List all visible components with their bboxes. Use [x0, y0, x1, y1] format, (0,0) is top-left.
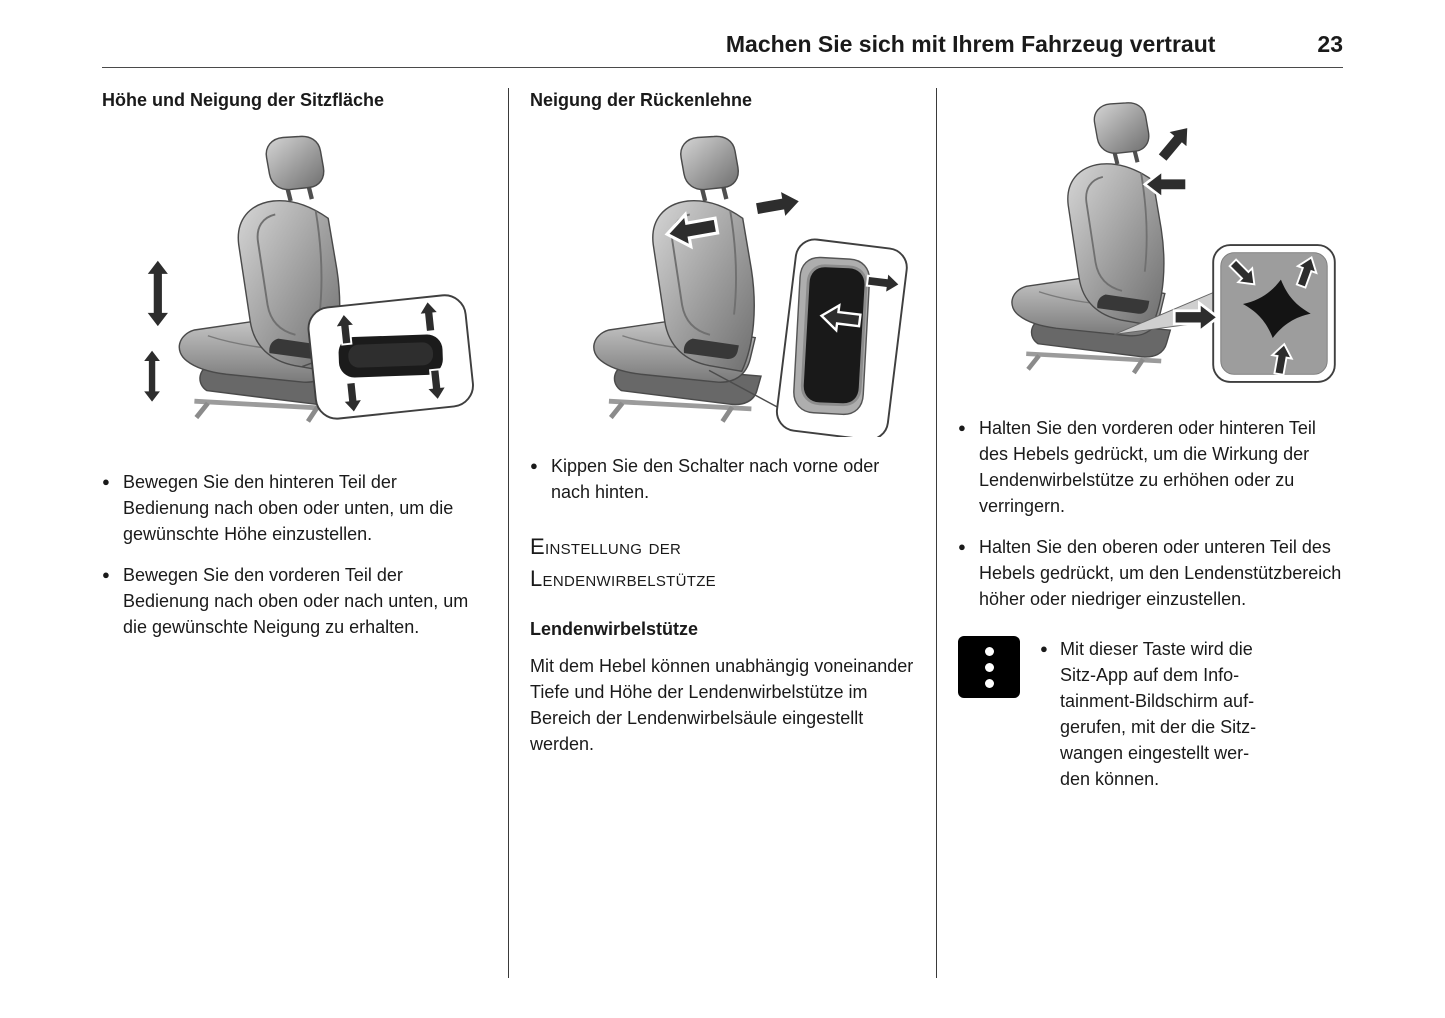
section-heading-lumbar: Einstellung der Lendenwirbelstütze: [530, 531, 915, 595]
column-seat-height-tilt: Höhe und Neigung der Sitzfläche: [102, 69, 487, 988]
instruction-list: ● Halten Sie den vorderen oder hinteren …: [958, 415, 1343, 612]
seat-app-row: ● Mit dieser Taste wird die Sitz-App auf…: [958, 636, 1343, 792]
instruction-text: Halten Sie den vorderen oder hinteren Te…: [979, 418, 1316, 516]
bullet-icon: ●: [102, 474, 110, 489]
seat-graphic: [594, 136, 761, 421]
dot: [984, 678, 994, 688]
instruction-text: Mit dieser Taste wird die Sitz-App auf d…: [1060, 639, 1257, 789]
instruction-text: Halten Sie den oberen oder unteren Teil …: [979, 537, 1342, 609]
up-right-arrow-icon: [1150, 116, 1201, 169]
list-item: ● Bewegen Sie den vorderen Teil der Bedi…: [102, 562, 487, 640]
instruction-text: Bewegen Sie den hinteren Teil der Bedien…: [123, 472, 454, 544]
page-title: Machen Sie sich mit Ihrem Fahrzeug vertr…: [725, 31, 1216, 57]
heading-backrest-tilt: Neigung der Rückenlehne: [530, 90, 753, 110]
bullet-icon: ●: [1040, 641, 1048, 656]
page-number: 23: [1317, 31, 1343, 57]
figure-backrest-tilt: [530, 119, 915, 437]
right-arrow-icon: [751, 184, 806, 226]
instruction-list: ● Bewegen Sie den hinteren Teil der Bedi…: [102, 469, 487, 640]
bullet-icon: ●: [958, 539, 966, 554]
instruction-list: ● Kippen Sie den Schalter nach vorne ode…: [530, 453, 915, 505]
subheading-lumbar: Lendenwirbelstütze: [530, 619, 699, 639]
seat-app-button-icon: [958, 636, 1020, 698]
seat-graphic: [1012, 103, 1170, 373]
control-callout: [307, 294, 474, 420]
figure-lumbar-support: [958, 95, 1343, 399]
instruction-text: Bewegen Sie den vorderen Teil der Bedien…: [123, 565, 469, 637]
instruction-text: Kippen Sie den Schalter nach vorne oder …: [551, 456, 880, 502]
bullet-icon: ●: [958, 420, 966, 435]
lumbar-control-callout: [1172, 244, 1336, 383]
content-columns: Höhe und Neigung der Sitzfläche: [102, 69, 1343, 988]
lumbar-pad-shape: [1242, 279, 1311, 338]
column-divider: [936, 88, 937, 978]
list-item: ● Halten Sie den oberen oder unteren Tei…: [958, 534, 1343, 612]
list-item: ● Bewegen Sie den hinteren Teil der Bedi…: [102, 469, 487, 547]
lumbar-paragraph: Mit dem Hebel können unabhängig voneinan…: [530, 656, 914, 754]
column-backrest-tilt: Neigung der Rückenlehne ●: [530, 69, 915, 988]
up-down-arrow-icon: [144, 257, 172, 330]
backrest-callout: [775, 238, 908, 437]
bullet-icon: ●: [530, 458, 538, 473]
up-down-arrow-icon: [141, 348, 163, 405]
bullet-icon: ●: [102, 567, 110, 582]
section-heading-line: Lendenwirbelstütze: [530, 566, 716, 591]
section-heading-line: Einstellung der: [530, 534, 682, 559]
column-lumbar-support: ● Halten Sie den vorderen oder hinteren …: [958, 69, 1343, 988]
figure-seat-height-tilt: [102, 119, 487, 437]
dot: [984, 646, 994, 656]
column-divider: [508, 88, 509, 978]
list-item: ● Mit dieser Taste wird die Sitz-App auf…: [1040, 636, 1256, 792]
heading-seat-height-tilt: Höhe und Neigung der Sitzfläche: [102, 90, 385, 110]
callout-leader-line: [708, 369, 789, 414]
list-item: ● Halten Sie den vorderen oder hinteren …: [958, 415, 1343, 519]
dot: [984, 662, 994, 672]
list-item: ● Kippen Sie den Schalter nach vorne ode…: [530, 453, 915, 505]
page-header: Machen Sie sich mit Ihrem Fahrzeug vertr…: [102, 0, 1343, 68]
